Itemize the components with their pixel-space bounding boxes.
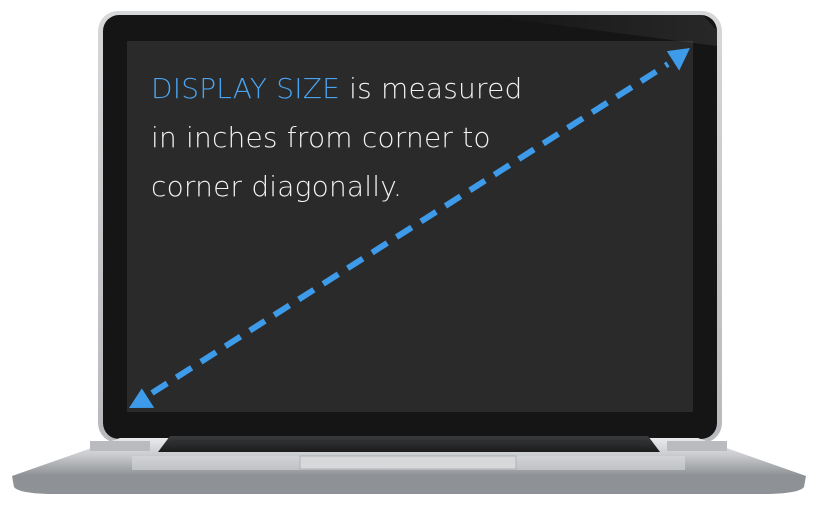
arrowhead-top-right	[666, 48, 690, 71]
diagonal-dashed-line	[150, 61, 670, 396]
arrowhead-bottom-left	[129, 388, 155, 408]
keyboard	[158, 436, 660, 452]
diagonal-double-arrow-icon	[129, 48, 690, 408]
laptop-lid	[98, 11, 722, 443]
caption-line-3: corner diagonally.	[151, 170, 403, 203]
caption-highlight: DISPLAY SIZE	[151, 72, 341, 105]
base-front-edge	[12, 476, 806, 494]
speaker-grille-right	[667, 441, 727, 451]
trackpad	[299, 455, 517, 470]
screen-gloss	[480, 15, 717, 46]
speaker-grille-left	[90, 441, 150, 451]
display-size-caption: DISPLAY SIZE is measured in inches from …	[151, 64, 571, 211]
caption-line-2: in inches from corner to	[151, 121, 491, 154]
caption-line-1: DISPLAY SIZE is measured	[151, 64, 571, 113]
laptop-base	[12, 436, 806, 494]
caption-line-1-rest: is measured	[340, 72, 523, 105]
